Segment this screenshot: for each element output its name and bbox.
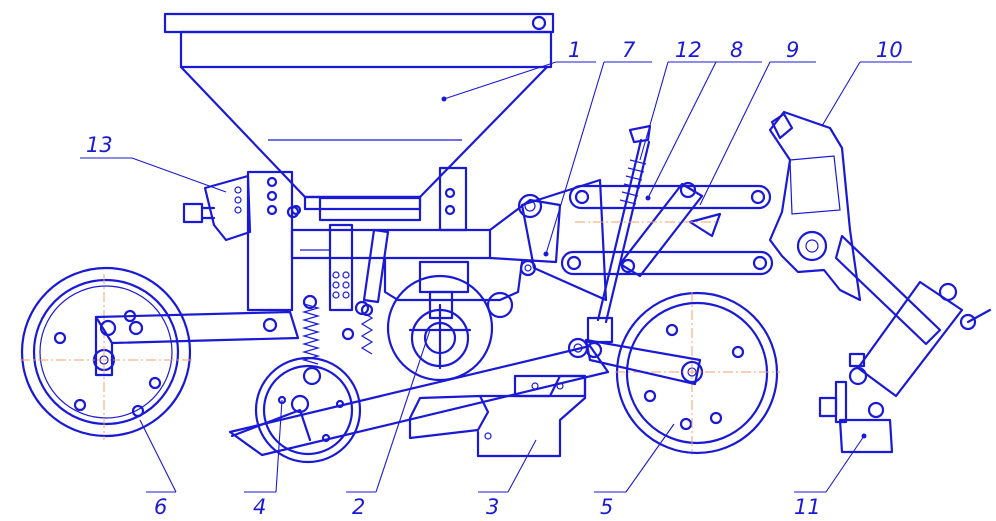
press-wheel-6 [20, 266, 195, 440]
adjuster-springs [300, 223, 390, 386]
parallel-linkage [520, 178, 774, 302]
callout-2: 2 [352, 495, 365, 519]
callout-9: 9 [786, 38, 799, 62]
callout-7: 7 [622, 38, 636, 62]
callout-6: 6 [154, 495, 167, 519]
callout-labels: 1 7 12 8 9 10 13 6 4 2 3 5 11 [86, 38, 903, 519]
callout-leaders [80, 61, 912, 493]
rear-wheel-arm [94, 310, 300, 377]
gauge-wheel-4 [254, 356, 362, 464]
callout-3: 3 [486, 495, 499, 519]
callout-10: 10 [876, 38, 903, 62]
seed-meter-housing [354, 256, 524, 382]
callout-8: 8 [730, 38, 743, 62]
callout-13: 13 [86, 133, 113, 157]
callout-11: 11 [794, 495, 821, 519]
bracket-13 [182, 174, 252, 242]
callout-12: 12 [675, 38, 702, 62]
hitch-bracket-10 [768, 110, 862, 302]
opener-3 [408, 374, 587, 458]
callout-4: 4 [253, 495, 266, 519]
hydraulic-unit-11 [818, 234, 992, 454]
callout-5: 5 [600, 495, 613, 519]
callout-1: 1 [568, 38, 581, 62]
main-frame [246, 166, 562, 312]
seed-hopper [163, 12, 555, 211]
